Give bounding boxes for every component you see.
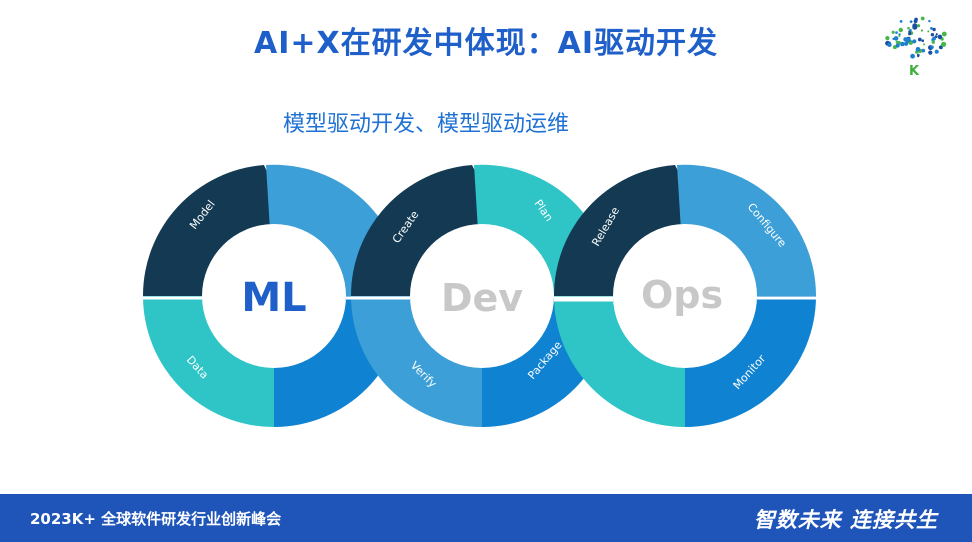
footer-bar: 2023K+ 全球软件研发行业创新峰会 智数未来 连接共生 — [0, 494, 972, 542]
dev-segment-verify — [351, 296, 482, 427]
ops-segment-release — [553, 165, 689, 296]
ops-segment-monitor — [685, 296, 816, 427]
slide-subtitle: 模型驱动开发、模型驱动运维 — [283, 112, 570, 137]
footer-slogan: 智数未来 连接共生 — [753, 507, 938, 532]
ml-segment-model — [142, 165, 276, 296]
core-label-dev: Dev — [441, 276, 523, 320]
ops-segment-configure — [677, 164, 817, 296]
core-label-ops: Ops — [641, 273, 723, 317]
core-label-ml: ML — [241, 275, 306, 321]
dev-segment-create — [350, 165, 486, 296]
ops-segment-lower-left — [554, 296, 685, 427]
logo-letter: K — [909, 64, 920, 79]
brain-logo-icon — [885, 16, 947, 59]
ml-dev-ops-diagram: Model Data Create Plan Verify Package Re… — [142, 164, 817, 427]
ops-ring — [553, 164, 817, 427]
ml-segment-data — [143, 296, 274, 427]
slide-title: AI+X在研发中体现：AI驱动开发 — [253, 26, 719, 61]
segment-separators — [143, 296, 816, 302]
footer-event-name: 2023K+ 全球软件研发行业创新峰会 — [30, 510, 282, 528]
